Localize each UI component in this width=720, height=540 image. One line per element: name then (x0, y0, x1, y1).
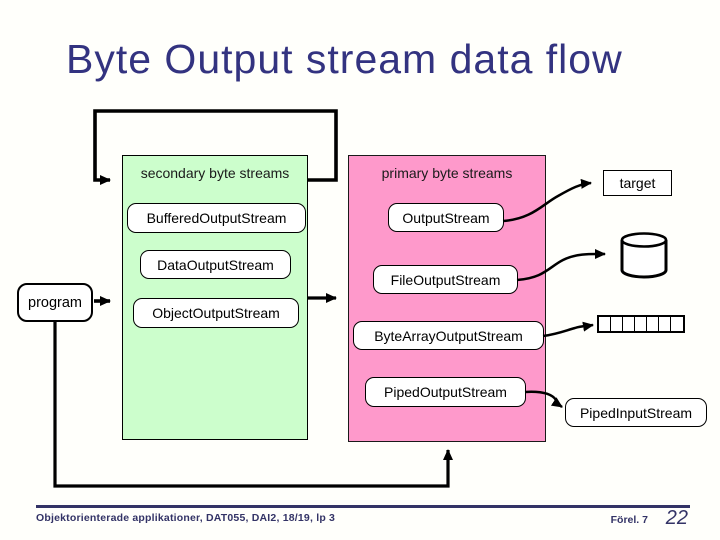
program-box: program (17, 283, 93, 322)
target-box: target (603, 170, 672, 196)
outputstream-box: OutputStream (388, 203, 504, 232)
byte-cell (647, 317, 659, 331)
disk-cylinder-icon (620, 232, 668, 279)
footer-lecture-number: Förel. 7 (610, 514, 648, 526)
secondary-panel-title: secondary byte streams (140, 165, 290, 181)
bytearrayoutputstream-box: ByteArrayOutputStream (353, 321, 544, 350)
byte-cell (635, 317, 647, 331)
footer-divider (36, 505, 690, 508)
page-title: Byte Output stream data flow (66, 36, 623, 82)
byte-cell (623, 317, 635, 331)
objectoutputstream-box: ObjectOutputStream (133, 298, 299, 328)
dataoutputstream-box: DataOutputStream (140, 250, 291, 279)
footer-page-number: 22 (665, 507, 688, 529)
bytearray-to-memory-arrow (542, 321, 594, 338)
primary-streams-panel: primary byte streams OutputStream FileOu… (348, 155, 546, 442)
fileoutputstream-box: FileOutputStream (373, 265, 518, 294)
bufferedoutputstream-box: BufferedOutputStream (127, 203, 306, 233)
byte-array-icon (597, 315, 685, 333)
footer-course-info: Objektorienterade applikationer, DAT055,… (36, 512, 336, 524)
primary-panel-title: primary byte streams (381, 165, 513, 181)
pipedinputstream-box: PipedInputStream (565, 398, 707, 427)
byte-cell (599, 317, 611, 331)
byte-cell (611, 317, 623, 331)
byte-cell (659, 317, 671, 331)
pipedoutputstream-box: PipedOutputStream (365, 377, 526, 407)
secondary-streams-panel: secondary byte streams BufferedOutputStr… (122, 155, 308, 440)
byte-cell (671, 317, 683, 331)
